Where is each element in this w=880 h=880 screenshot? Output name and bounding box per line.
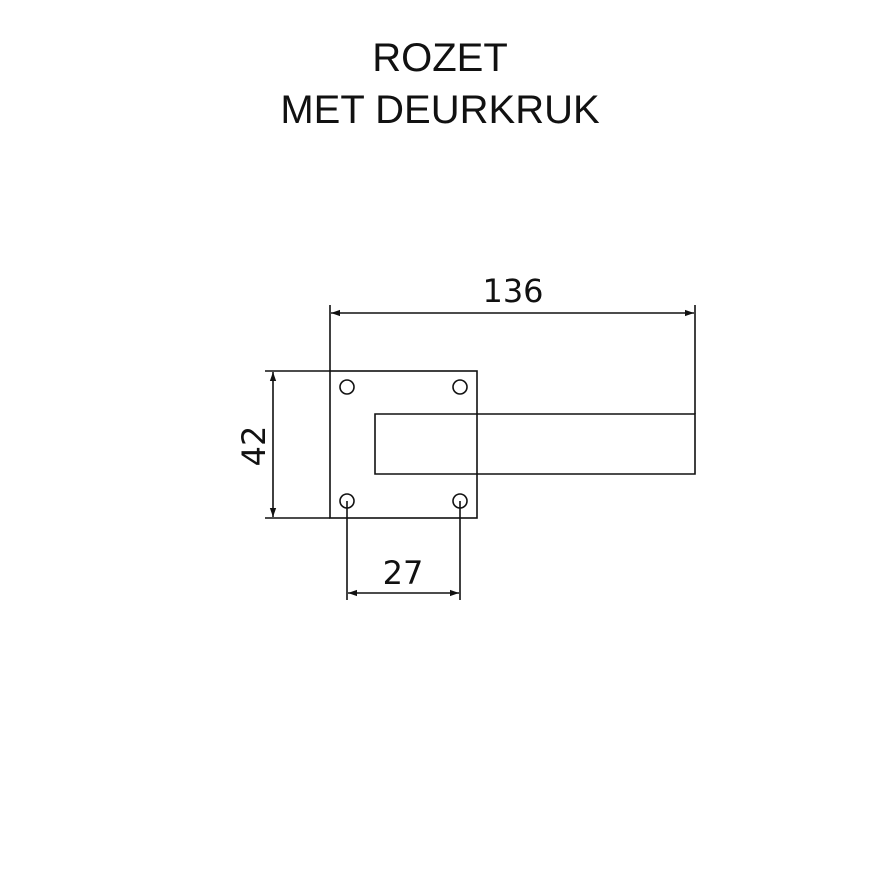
dimension-label-width: 136: [482, 272, 543, 310]
handle-outer: [477, 413, 696, 475]
dimension-label-height: 42: [235, 426, 273, 467]
rose-plate: [329, 370, 478, 519]
title-line-1: ROZET: [372, 36, 508, 80]
handle-inner: [374, 413, 477, 475]
screw-hole-top-left: [339, 379, 355, 395]
dimension-label-hole-spacing: 27: [383, 554, 424, 592]
screw-hole-top-right: [452, 379, 468, 395]
title-line-2: MET DEURKRUK: [280, 88, 600, 132]
